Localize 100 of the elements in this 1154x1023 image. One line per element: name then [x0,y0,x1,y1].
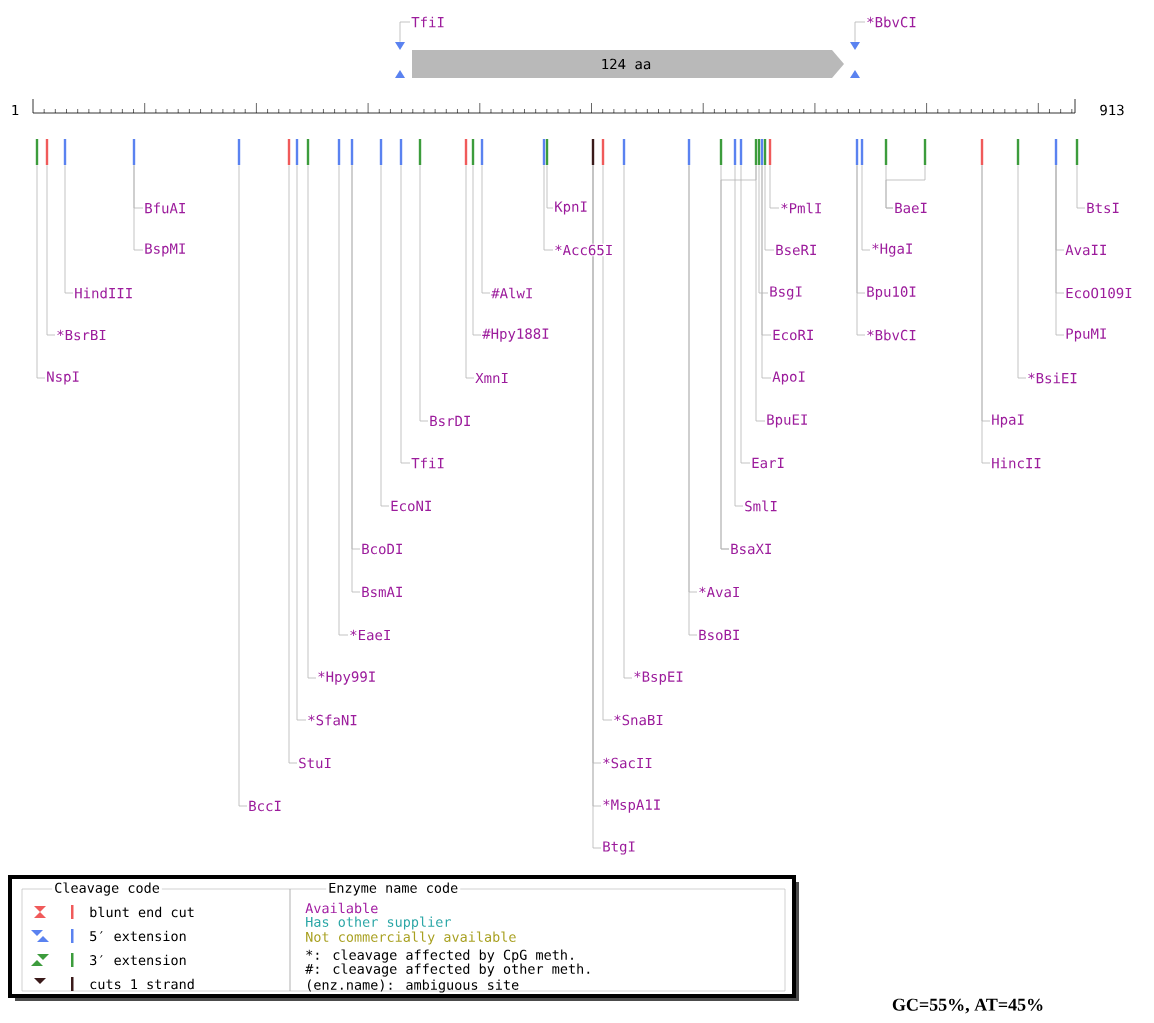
cut-site-tick [601,139,605,165]
legend-text: Not commercially available [306,931,516,945]
enzyme-label: PpuMI [1064,327,1109,343]
enzyme-label: *EaeI [348,628,393,642]
cut-site-tick [760,139,764,165]
leader-line [481,164,491,294]
leader-line [1076,164,1086,209]
leader-line [400,164,411,464]
cut-site-tick [350,139,354,165]
cut-site-tick [855,139,859,165]
leader-line [854,21,866,43]
enzyme-label: BspMI [143,242,188,258]
enzyme-label: BaeI [893,201,929,215]
enzyme-label: SmlI [743,499,779,513]
leader-line [296,164,307,721]
enzyme-label: *BspEI [632,670,685,686]
enzyme-label: EcoNI [389,499,434,513]
legend-text: (enz.name): ambiguous site [308,979,519,993]
cut-site-tick [739,139,743,165]
enzyme-label: BfuAI [143,201,188,215]
leader-line [602,164,613,721]
cut-site-tick [591,139,595,165]
leader-line [133,164,144,251]
cut-site-tick [306,139,310,165]
enzyme-label: *BsiEI [1026,371,1079,385]
cut-site-tick [471,139,475,165]
leader-line [1055,164,1065,336]
leader-line [1017,164,1027,379]
cut-site-tick [464,139,468,165]
enzyme-label: BsoBI [697,628,742,642]
enzyme-label: *AvaI [697,585,742,599]
enzyme-label: EcoO109I [1064,286,1134,300]
cut-site-tick [237,139,241,165]
enzyme-label: BpuEI [765,413,810,429]
cut-site-tick [719,139,723,165]
leader-line [861,164,871,251]
cut-site-tick [687,139,691,165]
legend-text: Has other supplier [306,916,451,930]
cut-site-tick [757,139,761,165]
leader-line [238,164,248,807]
cut-site-tick [542,139,546,165]
enzyme-label: KpnI [553,200,589,216]
enzyme-label: *Acc65I [553,243,615,257]
legend-text: Available [305,902,378,914]
leader-line [769,164,780,209]
enzyme-label: BtsI [1085,201,1121,215]
enzyme-label: EcoRI [771,328,816,342]
enzyme-label: *Hpy99I [316,670,378,686]
enzyme-label: *SfaNI [306,713,359,727]
enzyme-label: #Hpy188I [481,327,551,343]
enzyme-label: *HgaI [870,242,915,258]
cut-site-tick [860,139,864,165]
leader-line [885,164,926,209]
enzyme-label: ApoI [771,370,807,386]
enzyme-label: BsrDI [428,414,473,428]
ruler-end-label: 913 [1100,104,1124,116]
cut-site-tick [63,139,67,165]
cut-site-tick [295,139,299,165]
enzyme-label: TfiI [410,15,446,29]
cut-site-tick [923,139,927,165]
leader-line [338,164,349,636]
legend-text: 3′ extension [90,954,186,966]
leader-line [764,164,775,251]
cut-site-tick [35,139,39,165]
leader-line [543,164,554,251]
enzyme-label: *SacII [601,756,654,770]
leader-line [46,164,56,336]
enzyme-label: XmnI [474,371,510,385]
enzyme-label: *BbvCI [865,328,918,342]
cut-site-tick [884,139,888,165]
cut-site-tick [45,139,49,165]
enzyme-label: *BsrBI [55,328,108,342]
legend-title: Enzyme name code [326,880,461,898]
enzyme-label: HindIII [73,286,135,300]
enzyme-label: HincII [990,456,1043,470]
gc-content-text: GC=55%, AT=45% [892,998,1043,1014]
enzyme-label: BtgI [601,840,637,856]
enzyme-label: #AlwI [490,286,535,300]
leader-line [720,164,757,550]
cut-site-tick [399,139,403,165]
cut-site-tick [754,139,758,165]
leader-line [288,164,298,764]
legend-text: blunt end cut [90,906,194,918]
leader-line [758,164,769,294]
legend-text: cuts 1 strand [90,978,194,990]
leader-line [740,164,751,464]
cut-site-tick [1054,139,1058,165]
enzyme-label: *MspA1I [601,798,663,814]
cut-site-tick [337,139,341,165]
leader-line [546,164,554,209]
enzyme-label: EarI [750,456,786,470]
enzyme-label: BccI [247,799,283,813]
enzyme-label: *BbvCI [865,15,918,29]
cut-site-tick [768,139,772,165]
cut-site-tick [763,139,767,165]
legend-text: #: cleavage affected by other meth. [305,963,590,977]
enzyme-label: NspI [45,370,81,386]
cut-site-tick [622,139,626,165]
leader-line [623,164,633,679]
enzyme-label: BsmAI [360,585,405,599]
